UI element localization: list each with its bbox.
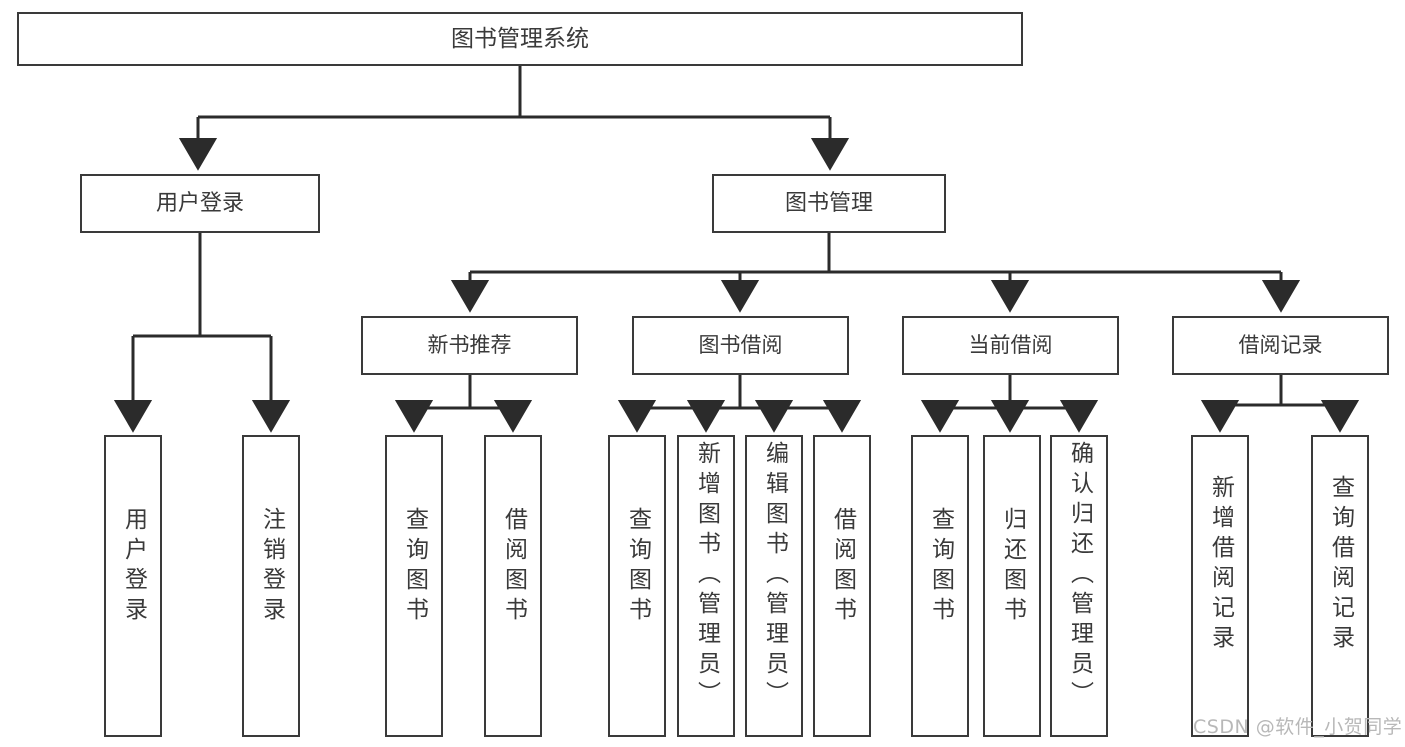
node-label: 新增借阅记录 <box>1207 475 1234 655</box>
node-borrow-record[interactable]: 借阅记录 <box>1172 316 1389 375</box>
node-label: 当前借阅 <box>968 333 1053 358</box>
node-label: 归还图书 <box>999 507 1026 627</box>
node-new-book-recommendation[interactable]: 新书推荐 <box>361 316 578 375</box>
node-book-management[interactable]: 图书管理 <box>712 174 946 233</box>
node-leaf-query-book-current[interactable]: 查询图书 <box>911 435 969 737</box>
node-label: 借阅记录 <box>1238 333 1323 358</box>
node-leaf-query-book-recommendation[interactable]: 查询图书 <box>385 435 443 737</box>
node-label: 查询图书 <box>401 507 428 627</box>
watermark-text: CSDN @软件_小贺同学 <box>1193 716 1403 738</box>
node-leaf-query-book-borrow[interactable]: 查询图书 <box>608 435 666 737</box>
node-leaf-add-book-admin[interactable]: 新增图书（管理员） <box>677 435 735 737</box>
node-leaf-add-borrow-record[interactable]: 新增借阅记录 <box>1191 435 1249 737</box>
node-label: 查询图书 <box>624 507 651 627</box>
node-label: 图书借阅 <box>698 333 783 358</box>
node-label: 用户登录 <box>120 507 147 627</box>
node-user-login[interactable]: 用户登录 <box>80 174 320 233</box>
node-label: 借阅图书 <box>829 507 856 627</box>
node-leaf-confirm-return-admin[interactable]: 确认归还（管理员） <box>1050 435 1108 737</box>
node-root-book-management-system[interactable]: 图书管理系统 <box>17 12 1023 66</box>
node-leaf-return-book[interactable]: 归还图书 <box>983 435 1041 737</box>
node-book-borrow[interactable]: 图书借阅 <box>632 316 849 375</box>
node-label: 注销登录 <box>258 507 285 627</box>
node-label: 图书管理 <box>784 190 873 216</box>
node-leaf-edit-book-admin[interactable]: 编辑图书（管理员） <box>745 435 803 737</box>
node-label: 查询图书 <box>927 507 954 627</box>
node-leaf-borrow-book[interactable]: 借阅图书 <box>813 435 871 737</box>
node-label: 新增图书（管理员） <box>693 441 720 711</box>
node-label: 图书管理系统 <box>451 25 589 52</box>
node-label: 编辑图书（管理员） <box>761 441 788 711</box>
node-current-borrow[interactable]: 当前借阅 <box>902 316 1119 375</box>
node-label: 借阅图书 <box>500 507 527 627</box>
node-label: 用户登录 <box>155 190 244 216</box>
node-label: 查询借阅记录 <box>1327 475 1354 655</box>
node-leaf-query-borrow-record[interactable]: 查询借阅记录 <box>1311 435 1369 737</box>
node-leaf-user-login[interactable]: 用户登录 <box>104 435 162 737</box>
node-leaf-user-logout[interactable]: 注销登录 <box>242 435 300 737</box>
node-label: 确认归还（管理员） <box>1066 441 1093 711</box>
node-label: 新书推荐 <box>427 333 512 358</box>
node-leaf-borrow-book-recommendation[interactable]: 借阅图书 <box>484 435 542 737</box>
